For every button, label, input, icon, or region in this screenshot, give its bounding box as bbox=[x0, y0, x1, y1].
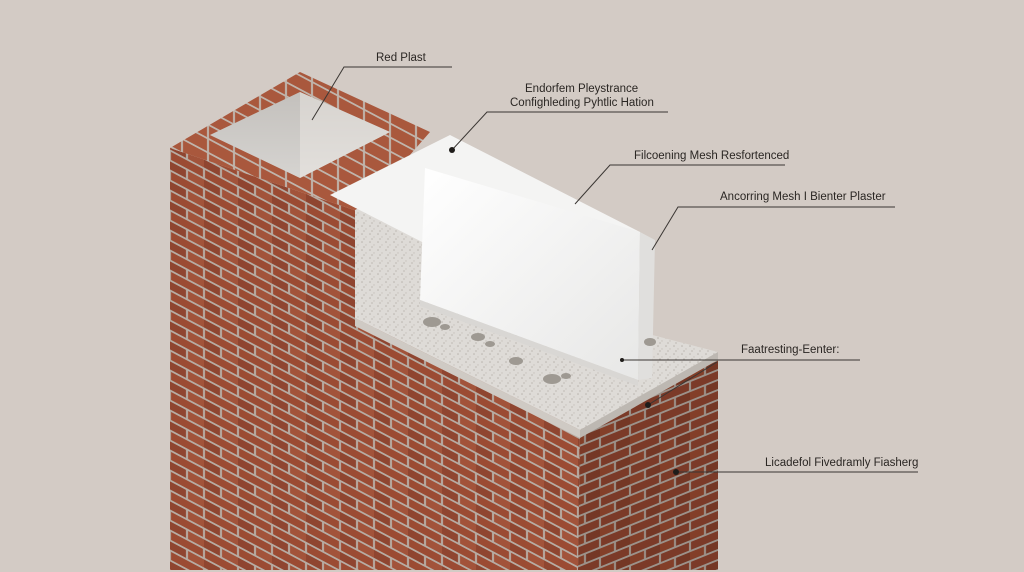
leader-lines bbox=[311, 66, 918, 473]
plaster-base-layer bbox=[355, 280, 718, 430]
label-ancorring: Ancorring Mesh I Bienter Plaster bbox=[720, 191, 886, 203]
adhesive-dabs bbox=[423, 317, 656, 384]
label-faatresting: Faatresting-Eenter: bbox=[741, 344, 840, 356]
brick-face-left bbox=[170, 148, 580, 570]
label-configh: Confighleding Pyhtlic Hation bbox=[510, 97, 654, 109]
label-endorfem: Endorfem Pleystrance bbox=[525, 83, 639, 95]
label-red-plast: Red Plast bbox=[376, 52, 426, 64]
leader-dots bbox=[449, 147, 679, 475]
insulation-board-face bbox=[420, 168, 640, 380]
label-filcoening: Filcoening Mesh Resfortenced bbox=[634, 150, 790, 162]
label-licadefol: Licadefol Fivedramly Fiasherg bbox=[765, 457, 919, 469]
brick-face-right bbox=[578, 358, 718, 570]
